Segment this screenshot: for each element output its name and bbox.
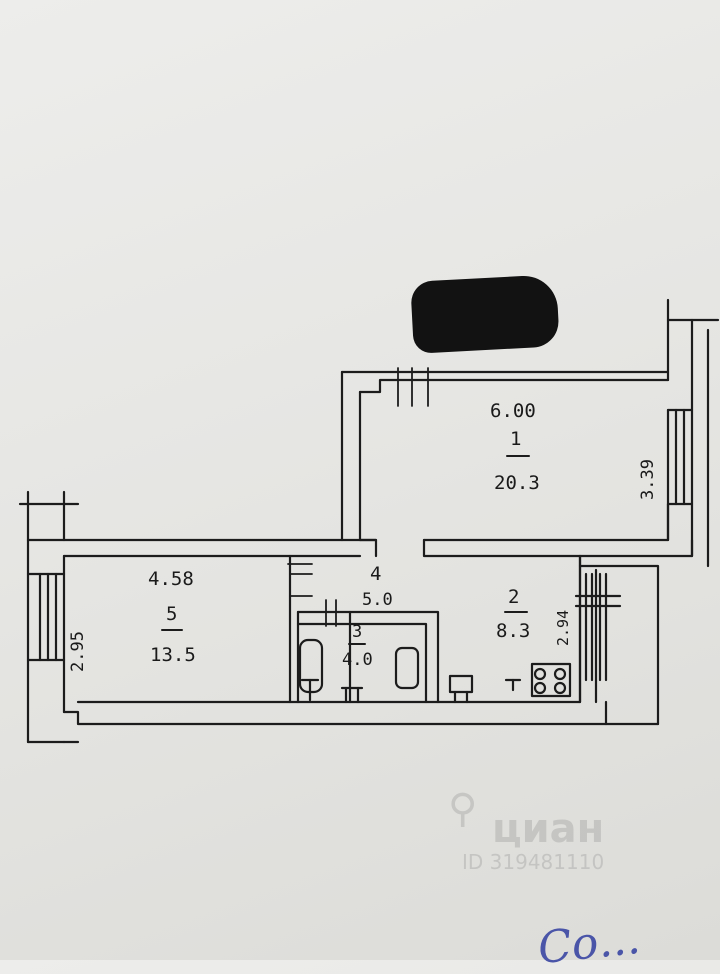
right-outer-wall (666, 298, 720, 568)
watermark-listing-id: ID 319481110 (462, 850, 605, 874)
room-3-number: 3 (352, 622, 363, 642)
room-2-width: 2.94 (554, 609, 572, 646)
room-3-area: 4.0 (342, 650, 373, 670)
room-1-number: 1 (510, 428, 522, 450)
watermark-pin-icon: ⚲ (448, 786, 478, 832)
room-2-number: 2 (508, 586, 520, 608)
window-top (397, 367, 429, 407)
door-marks (287, 563, 337, 627)
room-1-area: 20.3 (494, 472, 540, 494)
kitchen-walls (448, 554, 660, 726)
room-1-width: 3.39 (638, 459, 658, 500)
room-2-area: 8.3 (496, 620, 531, 642)
room-4-area: 5.0 (362, 590, 393, 610)
room-4-number: 4 (370, 563, 382, 585)
fraction-bars (161, 455, 530, 645)
room-5-number: 5 (166, 603, 178, 625)
bathroom-walls (288, 554, 440, 704)
redaction-mark (410, 274, 560, 354)
room-5-walls (18, 490, 660, 744)
room-5-width: 2.95 (68, 631, 88, 672)
watermark-brand: циан (492, 806, 605, 852)
handwritten-note: Со... (535, 912, 643, 974)
room-1-walls (340, 370, 694, 558)
room-5-area: 13.5 (150, 644, 196, 666)
room-5-length: 4.58 (148, 568, 194, 590)
room-1-length: 6.00 (490, 400, 536, 422)
